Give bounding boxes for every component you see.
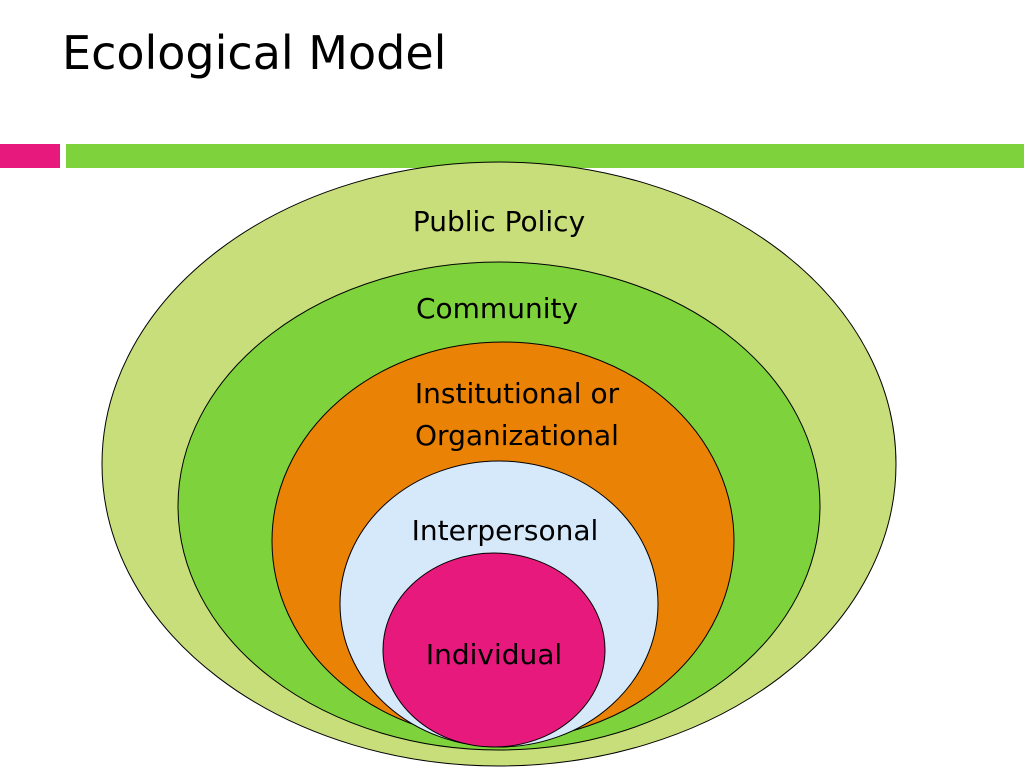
label-institutional-line1: Institutional or	[415, 377, 620, 410]
accent-bar-pink	[0, 144, 60, 168]
label-public-policy: Public Policy	[413, 205, 585, 238]
label-community: Community	[416, 292, 578, 325]
slide-title: Ecological Model	[62, 26, 447, 80]
label-institutional-line2: Organizational	[415, 419, 619, 452]
label-interpersonal: Interpersonal	[412, 514, 599, 547]
label-individual: Individual	[426, 638, 562, 671]
layer-individual	[382, 552, 606, 748]
